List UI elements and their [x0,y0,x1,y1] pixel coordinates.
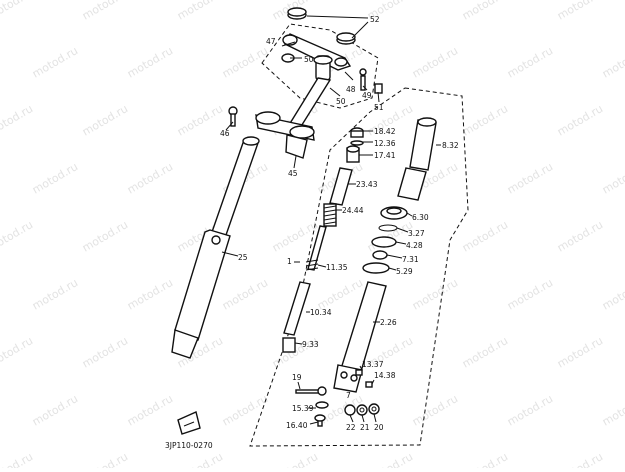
watermark-text: motod.ru [555,218,605,254]
label-12-36: 12.36 [374,139,396,148]
drawing-code: 3JP110-0270 [165,441,213,450]
watermark-text: motod.ru [600,160,625,196]
watermark-text: motod.ru [460,0,510,23]
label-6-30: 6.30 [412,213,429,222]
watermark-text: motod.ru [0,334,35,370]
watermark-text: motod.ru [0,0,35,23]
label-7: 7 [346,391,351,400]
watermark-text: motod.ru [125,276,175,312]
watermark-text: motod.ru [505,276,555,312]
label-49: 49 [362,91,372,100]
watermark-text: motod.ru [460,218,510,254]
watermark-text: motod.ru [80,334,130,370]
watermark-text: motod.ru [220,392,270,428]
label-18-42: 18.42 [374,127,396,136]
upper-bracket-part [281,33,383,94]
label-48: 48 [346,85,356,94]
watermark-text: motod.ru [555,450,605,468]
label-47: 47 [266,37,276,46]
watermark-text: motod.ru [505,160,555,196]
watermark-text: motod.ru [80,450,130,468]
watermark-text: motod.ru [0,102,35,138]
label-15-39: 15.39 [292,404,314,413]
watermark-text: motod.ru [80,102,130,138]
label-17-41: 17.41 [374,151,396,160]
watermark-text: motod.ru [30,392,80,428]
watermark-text: motod.ru [555,0,605,23]
label-19: 19 [292,373,302,382]
left-fork-assembly-part [171,136,260,359]
watermark-text: motod.ru [0,218,35,254]
label-25: 25 [238,253,248,262]
watermark-text: motod.ru [505,44,555,80]
watermark-text: motod.ru [600,44,625,80]
watermark-text: motod.ru [125,392,175,428]
part-number-labels: 52 47 50 49 48 50 51 46 45 25 1 18.42 12… [220,15,459,432]
watermark-text: motod.ru [175,0,225,23]
label-4-28: 4.28 [406,241,423,250]
watermark-text: motod.ru [30,44,80,80]
right-fork-group-outline [249,87,469,447]
watermark-text: motod.ru [460,102,510,138]
watermark-text: motod.ru [220,276,270,312]
label-46: 46 [220,129,230,138]
label-50-top: 50 [304,55,314,64]
label-13-37: 13.37 [362,360,384,369]
leader-lines [221,15,441,425]
watermark-text: motod.ru [460,450,510,468]
steering-stem-part [228,77,332,159]
label-7-31: 7.31 [402,255,419,264]
label-45: 45 [288,169,298,178]
watermark-text: motod.ru [410,392,460,428]
label-23-43: 23.43 [356,180,378,189]
watermark-text: motod.ru [125,160,175,196]
watermark-text: motod.ru [365,450,415,468]
label-9-33: 9.33 [302,340,319,349]
label-3-27: 3.27 [408,229,425,238]
label-5-29: 5.29 [396,267,413,276]
watermark-text: motod.ru [270,450,320,468]
label-20: 20 [374,423,384,432]
label-50-bottom: 50 [336,97,346,106]
watermark-text: motod.ru [175,450,225,468]
label-2-26: 2.26 [380,318,397,327]
label-51: 51 [374,103,384,112]
front-direction-icon [177,411,201,435]
watermark-text: motod.ru [410,44,460,80]
watermark-text: motod.ru [125,44,175,80]
label-14-38: 14.38 [374,371,396,380]
watermark-text: motod.ru [555,102,605,138]
watermark-text: motod.ru [600,392,625,428]
bearing-ring-part [287,7,356,45]
watermark-text: motod.ru [80,0,130,23]
watermark-text: motod.ru [80,218,130,254]
watermark-text: motod.ru [505,392,555,428]
fork-internal-parts [282,117,437,427]
watermark-text: motod.ru [30,276,80,312]
watermark-text: motod.ru [555,334,605,370]
label-10-34: 10.34 [310,308,332,317]
label-22: 22 [346,423,356,432]
label-16-40: 16.40 [286,421,308,430]
label-52: 52 [370,15,380,24]
label-21: 21 [360,423,370,432]
label-11-35: 11.35 [326,263,348,272]
watermark-text: motod.ru [460,334,510,370]
label-24-44: 24.44 [342,206,364,215]
watermark-text: motod.ru [175,102,225,138]
label-8-32: 8.32 [442,141,459,150]
watermark-text: motod.ru [600,276,625,312]
label-1: 1 [287,257,292,266]
watermark-text: motod.ru [270,218,320,254]
watermark-text: motod.ru [410,276,460,312]
watermark-text: motod.ru [30,160,80,196]
watermark-text: motod.ru [0,450,35,468]
